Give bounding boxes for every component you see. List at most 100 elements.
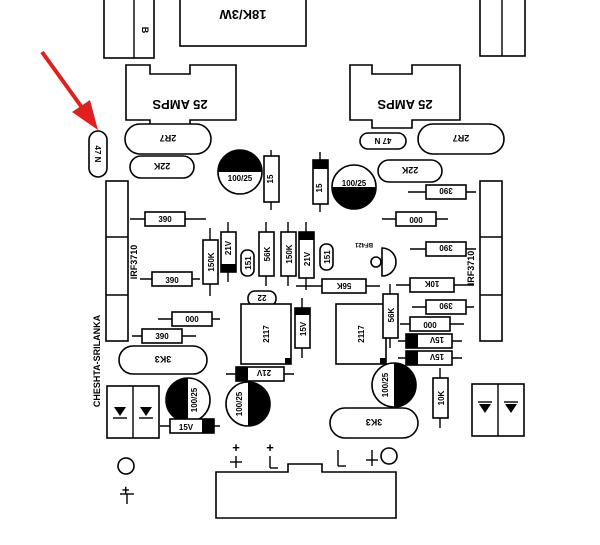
terminal-plus-left: + [232,440,240,455]
resistor-10k-vertical-label: 10K [437,390,446,405]
mosfet-left-label: IRF3710 [129,245,139,280]
resistor-56k-horizontal-label: 56K [336,281,351,290]
diode-15-a-label: 15 [266,174,275,183]
amp-block-right-label: 25 AMPS [377,97,432,112]
resistor-000-a: 000 [382,211,448,227]
resistor-000-b: 000 [158,311,220,327]
resistor-000-c-label: 000 [423,321,437,330]
zener-15v-vertical-label: 15V [299,321,308,336]
diode-pack-left [106,385,160,439]
terminal-plus-bottom: + [118,486,133,494]
resistor-150k-b-label: 150K [285,244,294,263]
capacitor-100-25-a-label: 100/25 [228,174,253,183]
top-left-label: B [140,27,150,34]
resistor-390-f-label: 390 [439,301,453,310]
capacitor-100-25-c-label: 100/25 [190,387,199,412]
resistor-150k-a-label: 150K [207,252,216,271]
capacitor-100-25-c: 100/25 [165,377,211,423]
capacitor-47n-left-label: 47 N [93,146,102,163]
resistor-22k-right: 22K [377,159,443,183]
zener-21v-horizontal: 21V [226,366,294,382]
mounting-hole-left [117,457,135,475]
resistor-150k-a: 150K [202,228,219,296]
resistor-150k-b: 150K [280,222,297,286]
capacitor-100-25-d: 100/25 [225,381,271,427]
mounting-hole-right [380,447,398,465]
resistor-390-c: 390 [132,328,196,344]
resistor-3k3-right-label: 3K3 [366,417,383,427]
zener-15v-vertical: 15V [294,298,311,358]
diode-15-a: 15 [263,150,280,210]
capacitor-47n-left: 47 N [88,130,108,178]
resistor-56k-a-label: 56K [263,246,272,261]
zener-21v-a-label: 21V [224,240,233,255]
diode-15-b-label: 15 [315,183,324,192]
resistor-000-c: 000 [400,316,464,332]
capacitor-100-25-d-label: 100/25 [235,391,244,416]
zener-15v-horizontal-2: 15V [398,350,462,366]
mosfet-irf3710-right: IRF3710 [466,180,503,342]
resistor-151-a: 151 [240,249,255,277]
resistor-18k-label: 18K/3W [219,7,267,22]
resistor-390-a-label: 390 [158,215,172,224]
resistor-56k-a: 56K [258,222,275,286]
capacitor-100-25-b-label: 100/25 [342,179,367,188]
resistor-2r7-left: 2R7 [124,123,212,155]
resistor-390-d: 390 [408,184,476,200]
capacitor-100-25-a: 100/25 [217,149,263,195]
transistor-2117-left: 2117 [240,303,292,365]
resistor-3k3-left-label: 3K3 [155,354,172,364]
amp-block-right: 25 AMPS [349,64,461,129]
diode-15-b: 15 [312,152,329,212]
resistor-2r7-left-label: 2R7 [160,133,177,143]
resistor-390-c-label: 390 [155,332,169,341]
resistor-56k-horizontal: 56K [296,278,380,294]
top-right-component [479,0,526,57]
resistor-22k-right-label: 22K [401,165,418,175]
zener-15v-horizontal-1-label: 15V [429,335,444,344]
capacitor-22-label: 22 [257,293,266,302]
resistor-2r7-right-label: 2R7 [453,133,470,143]
resistor-151-b-label: 151 [323,250,332,264]
zener-15v-lower-label: 15V [179,423,194,432]
resistor-390-a: 390 [130,211,206,227]
resistor-2r7-right: 2R7 [417,123,505,155]
transistor-2117-left-label: 2117 [262,325,271,343]
output-connector [215,463,397,519]
transistor-2117-right-label: 2117 [357,325,366,343]
resistor-22k-left-label: 22K [153,161,170,171]
resistor-390-b: 390 [140,271,200,287]
resistor-10k-horizontal: 10K [396,277,474,293]
capacitor-47n-right-label: 47 N [374,136,391,145]
transistor-bf421: BF421 [354,241,397,277]
brand-text: CHESHTA-SRILANKA [92,314,102,407]
zener-15v-lower: 15V [160,418,220,434]
terminal-plus-mid: + [266,440,274,455]
resistor-3k3-right: 3K3 [329,407,419,439]
resistor-10k-vertical: 10K [432,368,449,428]
resistor-56k-vertical: 56K [382,284,399,348]
resistor-000-b-label: 000 [185,315,199,324]
resistor-151-a-label: 151 [244,256,253,270]
capacitor-100-25-e: 100/25 [371,362,417,408]
mosfet-irf3710-left: IRF3710 [105,180,139,342]
resistor-22k-left: 22K [129,155,195,179]
transistor-bf421-label: BF421 [354,241,373,247]
zener-21v-b-label: 21V [303,251,312,266]
resistor-390-b-label: 390 [165,276,179,285]
zener-15v-horizontal-2-label: 15V [429,352,444,361]
top-left-component: B [103,0,155,59]
resistor-10k-horizontal-label: 10K [424,279,439,288]
red-arrow-icon [40,50,98,130]
zener-15v-horizontal-1: 15V [398,333,462,349]
resistor-390-e: 390 [410,241,476,257]
diode-pack-right [471,383,525,437]
amp-block-left-label: 25 AMPS [152,97,207,112]
amp-block-left: 25 AMPS [125,64,237,129]
resistor-56k-vertical-label: 56K [387,307,396,322]
zener-21v-a: 21V [220,222,237,282]
zener-21v-horizontal-label: 21V [256,368,271,377]
resistor-390-d-label: 390 [439,186,453,195]
capacitor-47n-right: 47 N [359,132,407,150]
